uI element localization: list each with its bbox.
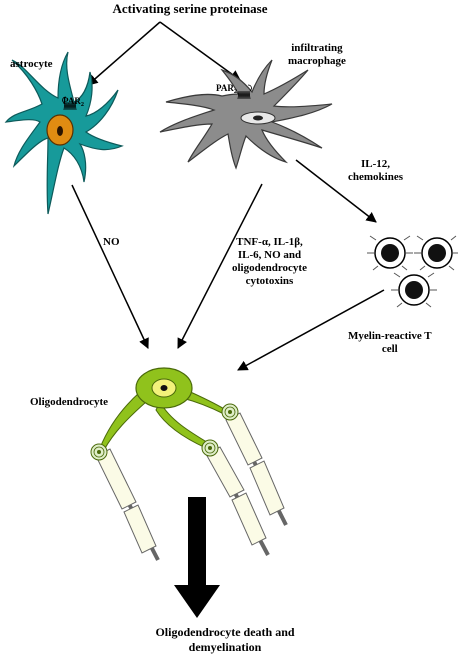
macrophage-cell (159, 59, 333, 170)
myelin-axon (90, 443, 160, 561)
arrow-proteinase-to-macrophage (159, 21, 241, 81)
il12-label-line2: chemokines (348, 171, 403, 183)
tcell-label-line2: cell (381, 343, 398, 355)
par2-label-astrocyte: PAR2 (63, 95, 84, 111)
cytokines-label-line3: oligodendrocyte (232, 262, 307, 274)
arrows (71, 21, 385, 371)
cytokines-label: TNF-α, IL-1β, IL-6, NO and oligodendrocy… (232, 236, 307, 288)
arrow-tcell-to-oligodendrocyte (237, 289, 385, 371)
myelin-axon (201, 439, 270, 556)
outcome-arrow (174, 497, 220, 618)
myelin-axon (221, 403, 288, 526)
t-cell (391, 272, 437, 308)
par2-label-subscript: 2 (80, 101, 84, 108)
arrow-macrophage-to-tcell (295, 159, 377, 223)
no-label: NO (103, 236, 120, 248)
outcome-label-line1: Oligodendrocyte death and (155, 625, 295, 639)
arrow-astrocyte-to-oligodendrocyte (71, 184, 149, 349)
astrocyte-cell (4, 51, 124, 215)
arrow-macrophage-to-oligodendrocyte (177, 183, 263, 349)
arrow-proteinase-to-astrocyte (87, 21, 161, 86)
par2-label-text: PAR (63, 96, 81, 106)
par2-receptor-astrocyte (62, 96, 77, 111)
tcell-label-line1: Myelin-reactive T (348, 330, 432, 342)
diagram-title: Activating serine proteinase (112, 1, 268, 16)
macrophage-label: infiltrating macrophage (288, 42, 346, 68)
cytokines-label-line4: cytotoxins (245, 275, 294, 287)
par2-label-macrophage: PAR2 (216, 82, 237, 98)
il12-chemokines-label: IL-12, chemokines (348, 158, 403, 184)
astrocyte-label: astrocyte (10, 58, 53, 70)
il12-label-line1: IL-12, (360, 158, 391, 170)
par2-label-subscript: 2 (233, 88, 237, 95)
cytokines-label-line2: IL-6, NO and (237, 249, 302, 261)
t-cells (367, 235, 458, 308)
oligodendrocyte-label: Oligodendrocyte (30, 396, 109, 408)
par2-label-text: PAR (216, 83, 234, 93)
t-cell (367, 235, 413, 271)
macrophage-label-line2: macrophage (288, 55, 346, 67)
outcome-label: Oligodendrocyte death and demyelination (90, 625, 360, 655)
oligodendrocyte-cell (90, 367, 288, 561)
macrophage-label-line1: infiltrating (291, 42, 343, 54)
par2-receptor-macrophage (237, 84, 252, 100)
t-cell (414, 235, 458, 271)
tcell-label: Myelin-reactive T cell (348, 330, 432, 356)
outcome-label-line2: demyelination (188, 640, 262, 654)
cytokines-label-line1: TNF-α, IL-1β, (236, 236, 303, 248)
